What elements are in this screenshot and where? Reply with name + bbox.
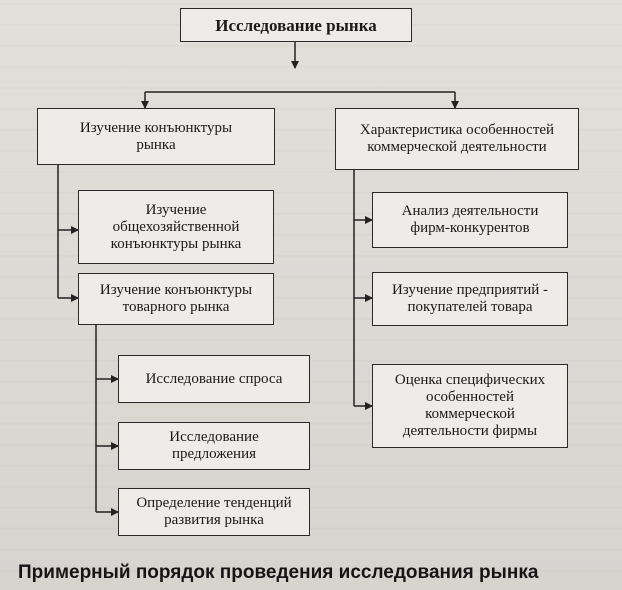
sub-item-label: Исследование спроса	[145, 370, 283, 387]
left-branch-node: Изучение конъюнктуры рынка	[37, 108, 275, 165]
right-item-node: Анализ деятельности фирм-конкурентов	[372, 192, 568, 248]
sub-item-node: Исследование спроса	[118, 355, 310, 403]
left-item-label: Изучение конъюнктуры товарного рынка	[99, 282, 253, 315]
left-item-node: Изучение общехозяйственной конъюнктуры р…	[78, 190, 274, 264]
right-branch-label: Характеристика особенностей коммерческой…	[359, 122, 555, 155]
root-node: Исследование рынка	[180, 8, 412, 42]
right-item-label: Анализ деятельности фирм-конкурентов	[401, 203, 539, 236]
right-item-label: Оценка специфических особенностей коммер…	[394, 372, 546, 439]
right-item-node: Оценка специфических особенностей коммер…	[372, 364, 568, 448]
root-node-label: Исследование рынка	[215, 15, 377, 35]
left-item-node: Изучение конъюнктуры товарного рынка	[78, 273, 274, 325]
right-item-node: Изучение предприятий - покупателей товар…	[372, 272, 568, 326]
sub-item-label: Исследование предложения	[169, 429, 259, 462]
right-branch-node: Характеристика особенностей коммерческой…	[335, 108, 579, 170]
right-item-label: Изучение предприятий - покупателей товар…	[391, 282, 549, 315]
sub-item-node: Определение тенденций развития рынка	[118, 488, 310, 536]
left-item-label: Изучение общехозяйственной конъюнктуры р…	[110, 201, 242, 252]
sub-item-node: Исследование предложения	[118, 422, 310, 470]
sub-item-label: Определение тенденций развития рынка	[136, 495, 292, 528]
figure-caption: Примерный порядок проведения исследовани…	[18, 562, 539, 583]
left-branch-label: Изучение конъюнктуры рынка	[79, 119, 233, 153]
